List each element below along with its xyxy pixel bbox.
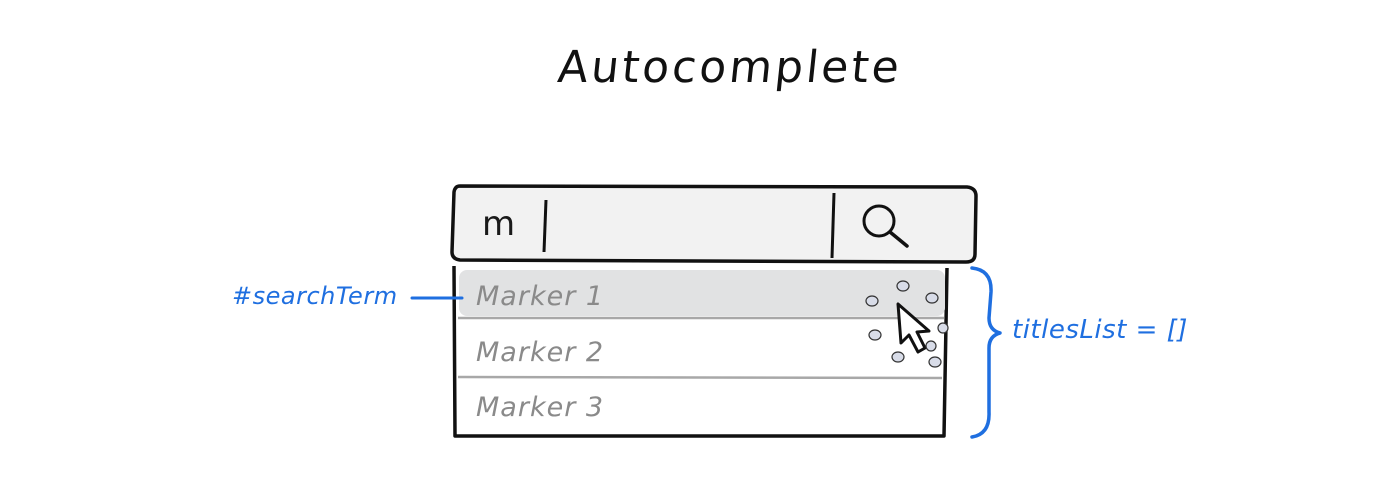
text-cursor — [542, 199, 548, 253]
search-input[interactable]: m — [482, 204, 516, 244]
suggestions-dropdown — [452, 265, 949, 438]
titles-list-brace — [970, 266, 1002, 439]
suggestion-divider — [457, 375, 943, 380]
suggestion-item[interactable]: Marker 2 — [476, 337, 605, 368]
click-burst-icon — [865, 280, 949, 368]
suggestion-item[interactable]: Marker 3 — [476, 392, 605, 423]
suggestion-item[interactable]: Marker 1 — [476, 281, 605, 312]
search-term-annotation: #searchTerm — [232, 282, 398, 310]
cursor-icon — [896, 302, 931, 354]
search-field[interactable] — [450, 184, 978, 264]
search-icon[interactable] — [862, 204, 909, 248]
search-button-divider — [830, 192, 836, 259]
titles-list-annotation: titlesList = [] — [1012, 315, 1188, 345]
suggestion-highlight — [459, 270, 945, 316]
